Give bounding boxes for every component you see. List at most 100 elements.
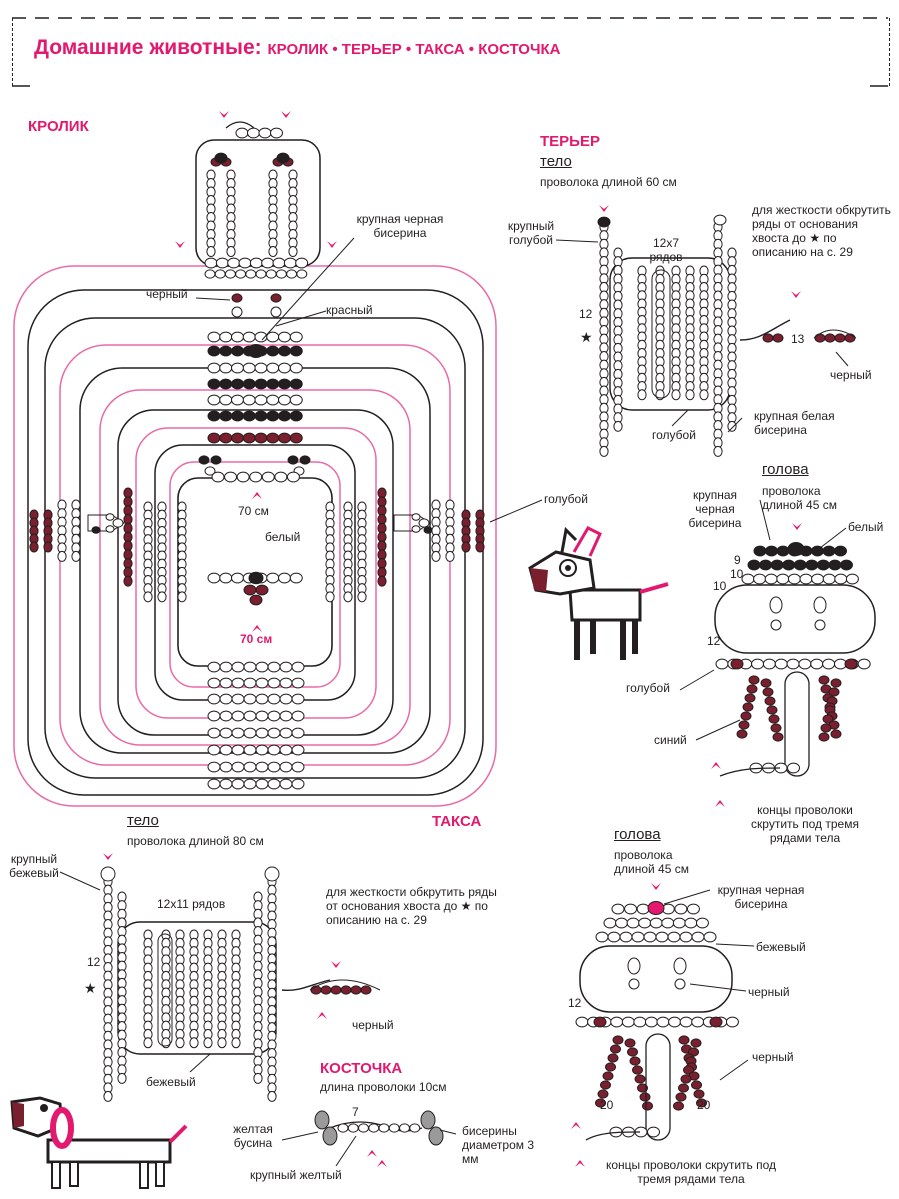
- rabbit-eye-bead: [231, 293, 243, 303]
- terrier-ear-bead: [818, 732, 830, 742]
- dachshund-num-12b: 12: [568, 996, 582, 1010]
- dachshund-head-bead: [661, 917, 675, 929]
- dachshund-tail-bead: [360, 985, 372, 995]
- dachshund-rows: 12х11 рядов: [157, 897, 226, 911]
- dachshund-snout-loop: [645, 1033, 671, 1141]
- bone-bead: [409, 1123, 421, 1133]
- rabbit-neck-bead: [214, 269, 226, 279]
- rabbit-bottom-bead: [255, 677, 269, 689]
- terrier-neck-bead: [762, 658, 776, 670]
- pink-arrow-icon: [792, 523, 802, 530]
- rabbit-paw-bead: [287, 455, 299, 465]
- rabbit-body-bead: [231, 432, 244, 444]
- terrier-ear-bead: [748, 675, 760, 685]
- wire-path: [439, 1129, 457, 1135]
- dachshund-ear-bead: [595, 1098, 606, 1108]
- dachshund-ear-bead: [690, 1038, 702, 1048]
- terrier-head-bead: [822, 545, 836, 557]
- bone-yellow-bead: желтая бусина: [233, 1122, 273, 1150]
- dachshund-wire-ends: концы проволоки скрутить под тремя рядам…: [605, 1158, 777, 1186]
- rabbit-neck-bead: [296, 269, 308, 279]
- terrier-ear-bead: [770, 723, 782, 733]
- star-icon: ★: [460, 899, 472, 913]
- terrier-num-13: 13: [791, 332, 805, 346]
- dachshund-head-black2: черный: [752, 1050, 794, 1064]
- rabbit-bottom-bead: [255, 693, 269, 705]
- rabbit-body-bead: [289, 378, 303, 390]
- dachshund-head-bead: [636, 903, 650, 915]
- terrier-body-bead: [685, 389, 695, 401]
- terrier-head-dark-blue: синий: [654, 733, 687, 747]
- wire-path: [671, 409, 689, 427]
- rabbit-bottom-bead: [207, 744, 221, 756]
- rabbit-neck-bead: [255, 269, 267, 279]
- page-title-animals: КРОЛИК • ТЕРЬЕР • ТАКСА • КОСТОЧКА: [267, 41, 561, 58]
- rabbit-bottom-bead: [231, 710, 245, 722]
- rabbit-body-bead: [278, 362, 291, 374]
- rabbit-body-bead: [254, 394, 268, 406]
- rabbit-bottom-bead: [231, 727, 245, 739]
- dachshund-head-large-black: крупная черная бисерина: [717, 883, 805, 911]
- rabbit-tail-bead: [255, 584, 269, 596]
- rabbit-bottom-bead: [267, 761, 281, 773]
- wire-path: [663, 889, 711, 905]
- pink-arrow-icon: [103, 853, 113, 860]
- dachshund-large-beige: крупный бежевый: [9, 852, 59, 880]
- dachshund-eye-ring: [674, 978, 686, 990]
- terrier-ear-bead: [772, 732, 784, 742]
- dachshund-ear-bead: [612, 1035, 624, 1045]
- dachshund-tail-bead: [320, 985, 332, 995]
- rabbit-bottom-bead: [207, 661, 221, 673]
- dachshund-neck-bead: [621, 1016, 635, 1028]
- terrier-tail-tip-bead: [824, 333, 836, 343]
- rabbit-body-bead: [286, 471, 300, 483]
- rabbit-bottom-bead: [291, 661, 305, 673]
- dachshund-tail-bead: [350, 985, 362, 995]
- dachshund-head-wire: проволока длиной 45 см: [614, 848, 689, 876]
- rabbit-bottom-bead: [279, 693, 293, 705]
- rabbit-side-paw-bead: [105, 525, 115, 533]
- rabbit-bottom-bead: [243, 710, 257, 722]
- bone-end-bead: [428, 1126, 444, 1146]
- terrier-ear-bead: [766, 705, 778, 715]
- dachshund-body-bead: [175, 1037, 185, 1049]
- wire-path: [727, 417, 743, 433]
- rabbit-neck-bead: [227, 257, 241, 269]
- dachshund-ear-bead: [639, 1092, 651, 1102]
- rabbit-neck-bead: [204, 269, 216, 279]
- rabbit-bottom-bead: [255, 727, 269, 739]
- rabbit-bottom-bead: [231, 693, 245, 705]
- terrier-leg-bead: [713, 445, 723, 457]
- terrier-wire-ends: концы проволоки скрутить под тремя рядам…: [751, 803, 859, 845]
- terrier-head-bead: [776, 573, 790, 585]
- dachshund-large-bead: [100, 866, 116, 882]
- rabbit-body-bead: [278, 410, 291, 422]
- pink-arrow-icon: [711, 762, 721, 769]
- dachshund-body-subtitle: тело: [127, 812, 159, 829]
- rabbit-body-bead: [278, 345, 291, 357]
- dachshund-black: черный: [352, 1018, 394, 1032]
- rabbit-body-bead: [254, 362, 268, 374]
- rabbit-bottom-bead: [279, 744, 293, 756]
- dachshund-head-black: черный: [748, 985, 790, 999]
- rabbit-body-bead: [231, 345, 244, 357]
- dachshund-head-bead: [686, 903, 700, 915]
- dachshund-body-col: [157, 933, 173, 1047]
- rabbit-paw-bead: [210, 455, 222, 465]
- wire-path: [689, 983, 747, 992]
- rabbit-neck-bead: [235, 269, 247, 279]
- terrier-large-white: крупная белая бисерина: [754, 409, 835, 437]
- wire-path: [695, 719, 741, 741]
- rabbit-ear-bead: [226, 246, 236, 257]
- terrier-stiffness-text: для жесткости обкрутить ряды от основани…: [752, 203, 891, 245]
- dachshund-head-bead: [615, 917, 629, 929]
- wire-path: [819, 527, 847, 549]
- dachshund-neck-bead: [709, 1016, 723, 1028]
- pink-arrow-icon: [571, 1122, 581, 1129]
- wire-path: [585, 1131, 641, 1141]
- rabbit-body-bead: [242, 378, 256, 390]
- terrier-head-bead: [787, 573, 801, 585]
- rabbit-bottom-bead: [207, 710, 221, 722]
- dachshund-large-bead: [264, 866, 280, 882]
- dachshund-neck-bead: [610, 1016, 624, 1028]
